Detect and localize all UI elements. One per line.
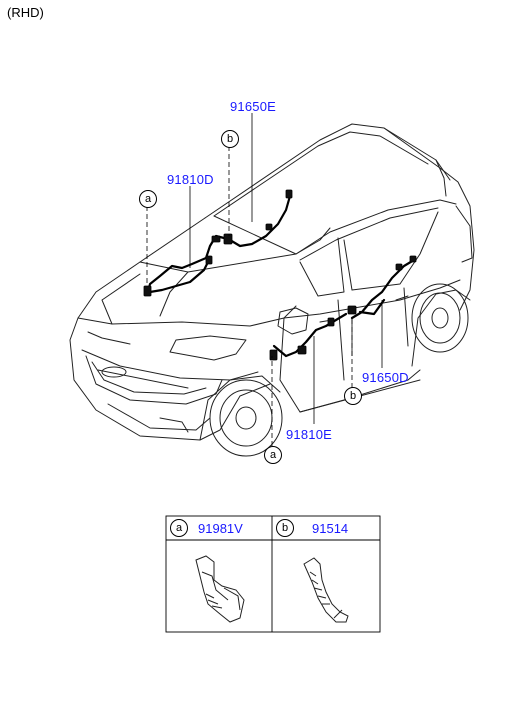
marker-b-roof: b (221, 130, 239, 148)
dashed-leader-lines (146, 146, 353, 446)
wiring-harnesses (146, 194, 416, 358)
leader-lines (189, 113, 383, 424)
drive-side-label: (RHD) (7, 5, 44, 20)
part-number-91650e: 91650E (230, 99, 277, 114)
harness-connectors (143, 189, 417, 361)
part-number-91810e: 91810E (286, 427, 333, 442)
grommet-b-illustration (303, 557, 349, 623)
legend-marker-a: a (170, 519, 188, 537)
legend-marker-b: b (276, 519, 294, 537)
grommet-a-illustration (195, 555, 245, 623)
legend-part-91514: 91514 (312, 521, 349, 536)
marker-a-door: a (264, 446, 282, 464)
part-number-91810d: 91810D (167, 172, 214, 187)
marker-a-front: a (139, 190, 157, 208)
part-number-91650d: 91650D (362, 370, 409, 385)
legend-table-grid (165, 515, 381, 633)
vehicle-outline (69, 123, 475, 457)
legend-part-91981v: 91981V (198, 521, 243, 536)
marker-b-door: b (344, 387, 362, 405)
